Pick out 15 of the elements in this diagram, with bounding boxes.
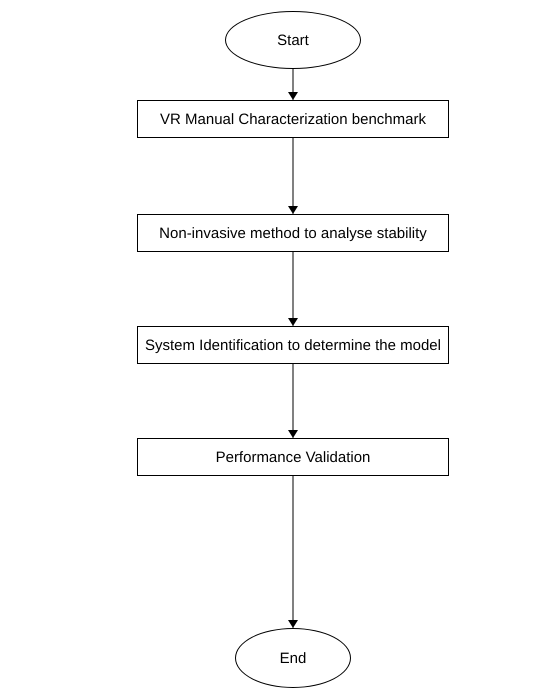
node-label: Non-invasive method to analyse stability (159, 224, 427, 242)
process-box (137, 326, 449, 364)
arrow (288, 138, 298, 214)
arrow (288, 252, 298, 326)
node-label: Start (277, 32, 309, 48)
process-box (137, 438, 449, 476)
process-box (137, 214, 449, 252)
arrow (288, 476, 298, 628)
node-label: End (280, 650, 306, 666)
node-label: VR Manual Characterization benchmark (160, 110, 426, 128)
node-label: Performance Validation (216, 448, 370, 466)
process-box (137, 100, 449, 138)
arrow (288, 364, 298, 438)
node-label: System Identification to determine the model (145, 336, 441, 354)
arrow (288, 68, 298, 100)
